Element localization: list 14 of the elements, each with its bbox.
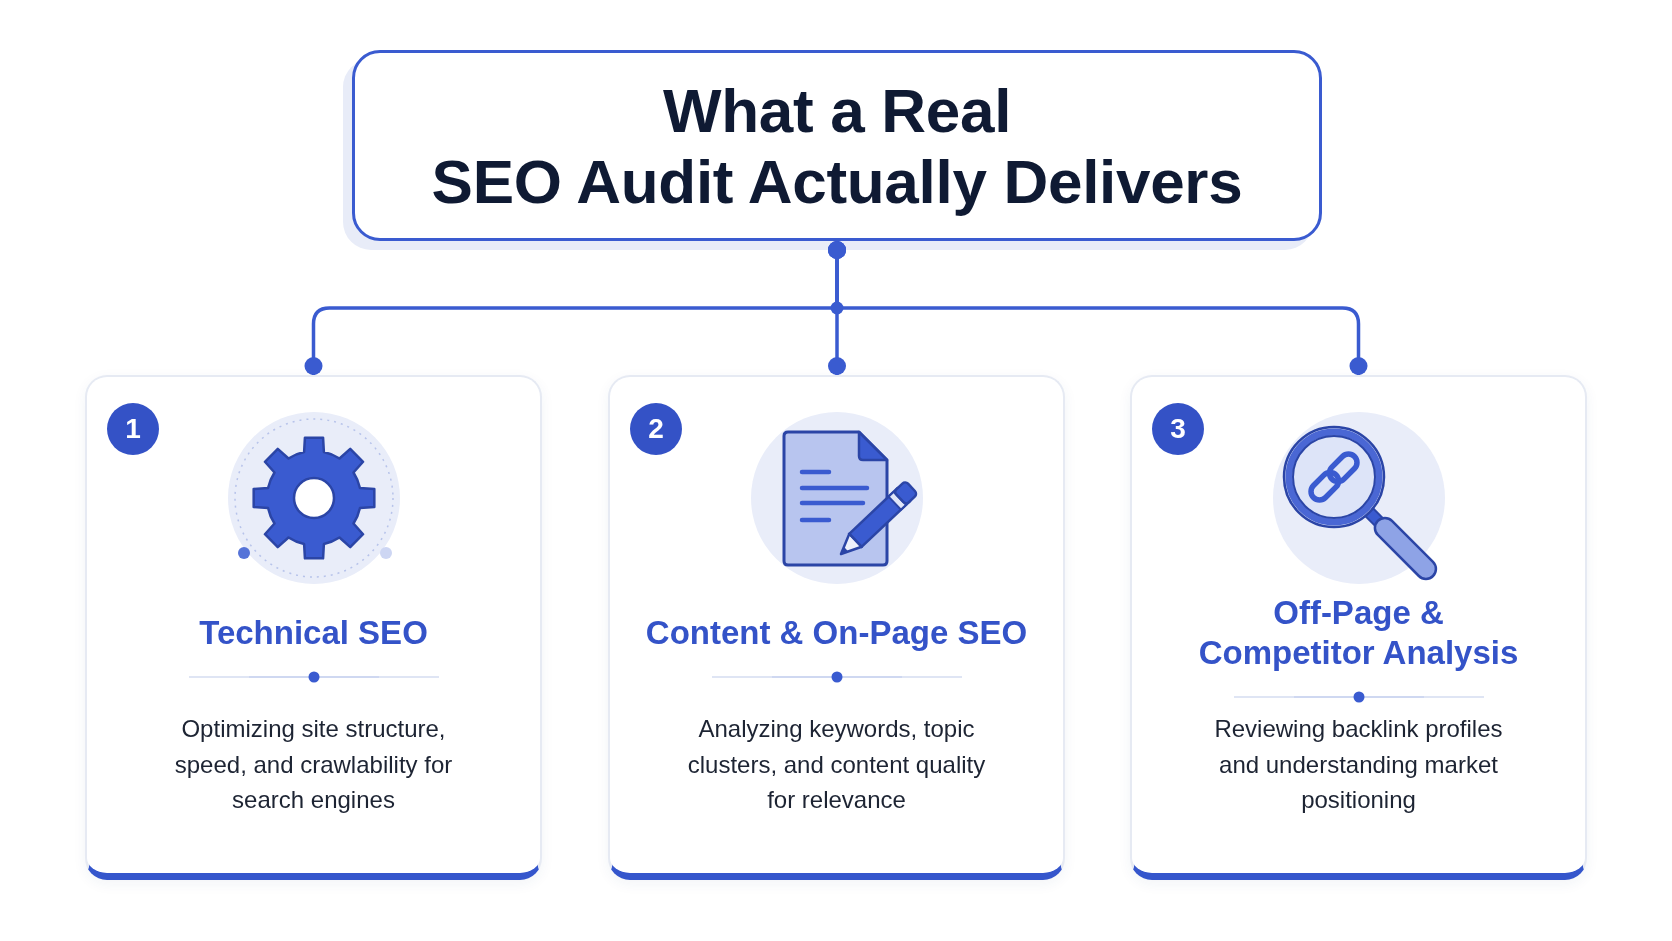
card-description: Analyzing keywords, topic clusters, and content quality for relevance xyxy=(686,714,987,815)
card-heading: Off-Page & Competitor Analysis xyxy=(1198,592,1519,673)
step-number-badge: 1 xyxy=(107,403,159,455)
step-number-badge: 3 xyxy=(1152,403,1204,455)
feature-card xyxy=(1130,375,1587,880)
connector-line xyxy=(828,241,1368,375)
feature-card xyxy=(85,375,542,880)
card-description: Reviewing backlink profiles and understanding market positioning xyxy=(1213,714,1504,815)
card-description: Optimizing site structure, speed, and crawlability for search engines xyxy=(173,714,454,815)
card-heading: Technical SEO xyxy=(199,612,428,653)
card-heading: Content & On-Page SEO xyxy=(645,612,1028,653)
feature-card xyxy=(608,375,1065,880)
title-text: What a Real SEO Audit Actually Delivers xyxy=(431,74,1243,217)
step-number-badge: 2 xyxy=(630,403,682,455)
